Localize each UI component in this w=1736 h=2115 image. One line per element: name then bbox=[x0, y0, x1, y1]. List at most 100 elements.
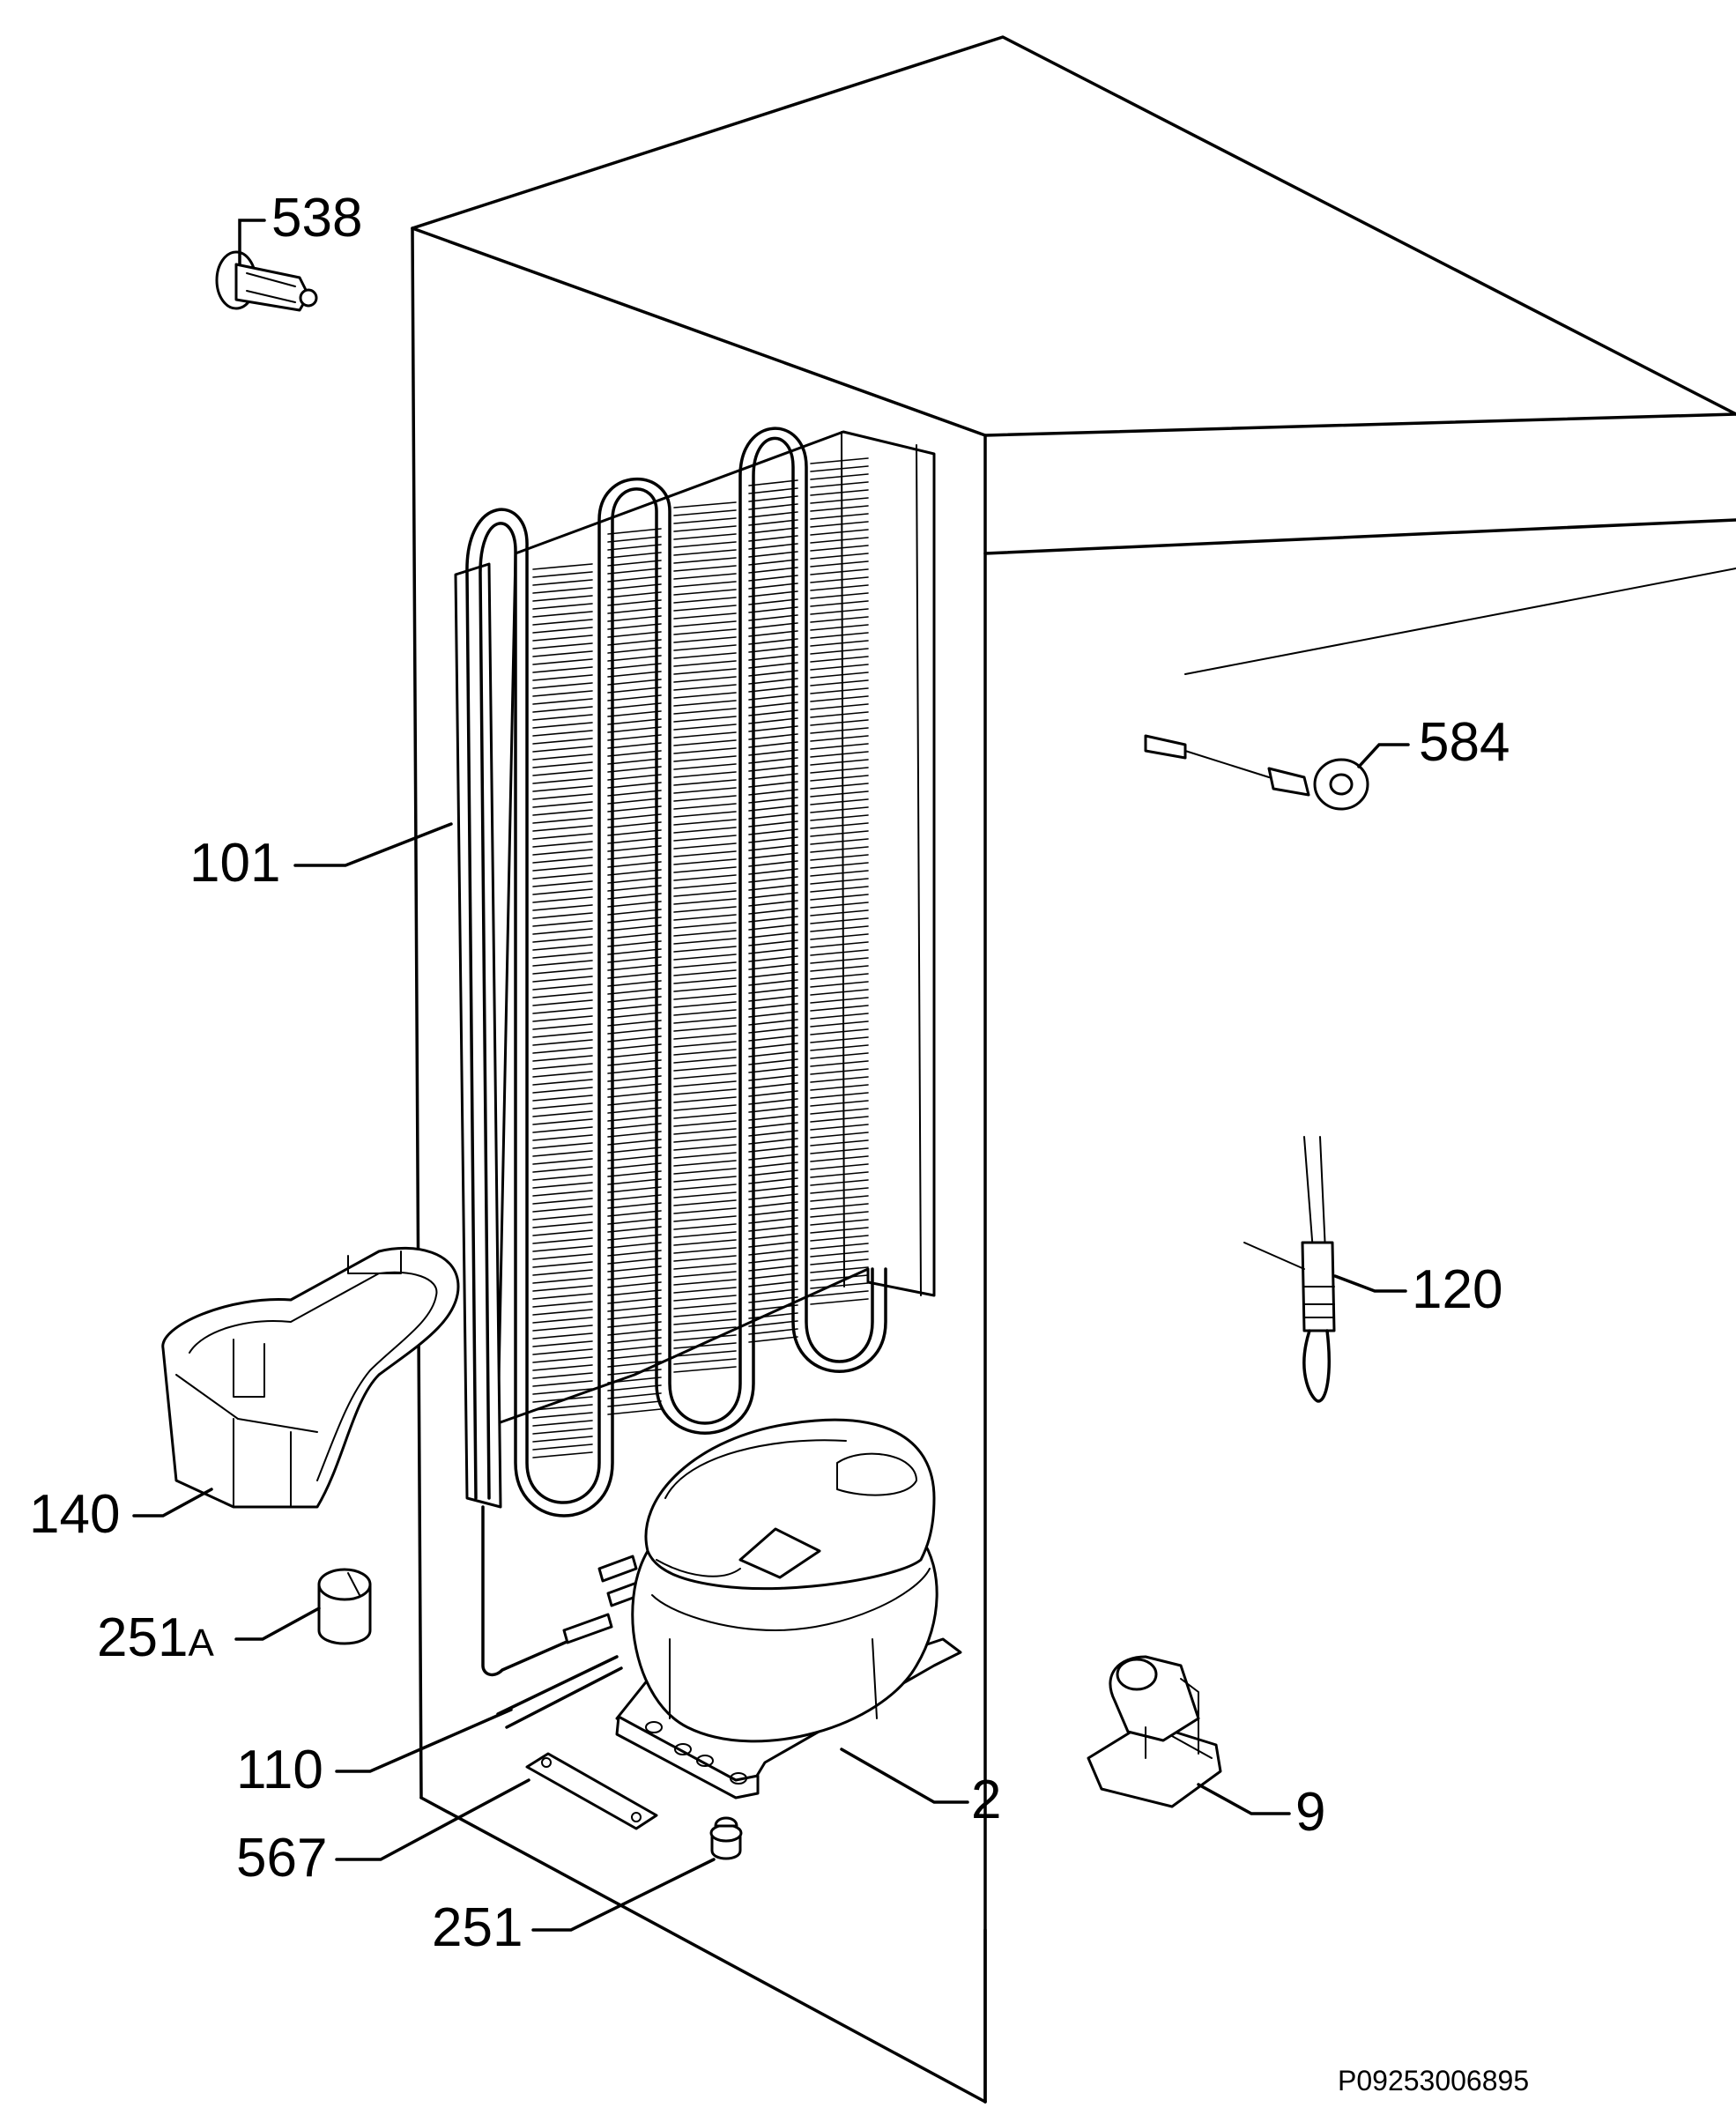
condenser-fin bbox=[673, 1334, 737, 1341]
condenser-fin bbox=[748, 638, 798, 645]
condenser-fin bbox=[810, 1044, 869, 1051]
callout-labels: 538 584 101 120 140 251A 110 2 9 567 251… bbox=[29, 188, 1529, 2096]
condenser-fin bbox=[748, 1098, 798, 1105]
condenser-fin bbox=[532, 1221, 593, 1228]
condenser-fin bbox=[607, 544, 662, 551]
condenser-fin bbox=[607, 782, 662, 789]
condenser-fin bbox=[748, 820, 798, 827]
condenser-fin bbox=[532, 1071, 593, 1078]
condenser-fin bbox=[810, 917, 869, 924]
condenser-fin bbox=[673, 724, 737, 731]
condenser-fin bbox=[673, 842, 737, 850]
condenser-fin bbox=[748, 551, 798, 558]
condenser-fin bbox=[532, 611, 593, 618]
condenser-fin bbox=[532, 1174, 593, 1181]
condenser-fin bbox=[673, 1144, 737, 1151]
condenser-fin bbox=[532, 1396, 593, 1403]
condenser-fin bbox=[607, 1265, 662, 1273]
condenser-fin bbox=[748, 1035, 798, 1042]
condenser-fin bbox=[748, 733, 798, 740]
condenser-fin bbox=[810, 909, 869, 916]
condenser-fin bbox=[607, 1083, 662, 1090]
condenser-fin bbox=[673, 985, 737, 992]
condenser-fin bbox=[532, 793, 593, 800]
condenser-fin bbox=[748, 662, 798, 669]
condenser-fin bbox=[810, 1139, 869, 1147]
callout-2: 2 bbox=[971, 1770, 1001, 1830]
condenser-fin bbox=[607, 956, 662, 963]
condenser-fin bbox=[748, 924, 798, 931]
condenser-fin bbox=[607, 1353, 662, 1360]
condenser-fin bbox=[810, 862, 869, 869]
condenser-fin bbox=[810, 878, 869, 885]
condenser-fin bbox=[532, 809, 593, 816]
condenser-fin bbox=[673, 1207, 737, 1214]
condenser-fin bbox=[673, 1215, 737, 1222]
condenser-fin bbox=[748, 559, 798, 566]
condenser-fin bbox=[607, 980, 662, 987]
condenser-fin bbox=[748, 1154, 798, 1161]
condenser-fin bbox=[673, 1080, 737, 1087]
condenser-fin bbox=[673, 605, 737, 612]
condenser-fin bbox=[607, 1131, 662, 1138]
condenser-fin bbox=[607, 671, 662, 678]
condenser-fin bbox=[748, 1185, 798, 1192]
condenser-fin bbox=[810, 719, 869, 726]
condenser-fin bbox=[748, 590, 798, 597]
condenser-fin bbox=[532, 817, 593, 824]
condenser-fin bbox=[810, 703, 869, 710]
condenser-fin bbox=[532, 1317, 593, 1324]
condenser-fin bbox=[748, 1161, 798, 1169]
condenser-fin bbox=[532, 1023, 593, 1030]
condenser-fin bbox=[532, 1332, 593, 1340]
condenser-fin bbox=[607, 734, 662, 741]
condenser-fin bbox=[748, 916, 798, 923]
condenser-fin bbox=[673, 612, 737, 620]
condenser-fin bbox=[607, 1337, 662, 1344]
callout-251a: 251A bbox=[97, 1607, 214, 1668]
condenser-fin bbox=[532, 944, 593, 951]
condenser-fin bbox=[810, 822, 869, 829]
condenser-fin bbox=[532, 1158, 593, 1165]
condenser-fin bbox=[748, 487, 798, 494]
condenser-fin bbox=[607, 972, 662, 979]
condenser-fin bbox=[810, 576, 869, 583]
condenser-fin bbox=[532, 960, 593, 967]
condenser-fin bbox=[810, 1028, 869, 1035]
condenser-fin bbox=[810, 1084, 869, 1091]
condenser-fin bbox=[810, 1163, 869, 1170]
condenser-fin bbox=[748, 1296, 798, 1303]
condenser-fin bbox=[607, 536, 662, 543]
condenser-fin bbox=[673, 533, 737, 540]
condenser-fin bbox=[532, 983, 593, 991]
condenser-fin bbox=[810, 1155, 869, 1162]
condenser-fin bbox=[532, 888, 593, 895]
condenser-fin bbox=[810, 1266, 869, 1273]
condenser-fin bbox=[748, 963, 798, 970]
condenser-fin bbox=[673, 850, 737, 857]
condenser-fin bbox=[748, 1106, 798, 1113]
condenser-fin bbox=[673, 1136, 737, 1143]
condenser-fin bbox=[607, 1258, 662, 1265]
condenser-fin bbox=[748, 900, 798, 907]
condenser-fin bbox=[810, 957, 869, 964]
condenser-fin bbox=[810, 1243, 869, 1250]
condenser-fin bbox=[810, 886, 869, 893]
condenser-fin bbox=[748, 789, 798, 796]
condenser-fin bbox=[748, 1304, 798, 1311]
condenser-fin bbox=[748, 495, 798, 502]
condenser-fin bbox=[748, 987, 798, 994]
condenser-fin bbox=[532, 650, 593, 657]
condenser-fin bbox=[673, 517, 737, 524]
condenser-fin bbox=[748, 741, 798, 748]
condenser-fin bbox=[673, 1176, 737, 1183]
condenser-fin bbox=[673, 597, 737, 604]
condenser-fin bbox=[673, 1104, 737, 1111]
condenser-fin bbox=[748, 1177, 798, 1184]
condenser-fin bbox=[748, 908, 798, 915]
condenser-fin bbox=[748, 1027, 798, 1034]
condenser-fin bbox=[673, 716, 737, 723]
condenser-fin bbox=[810, 775, 869, 782]
condenser-fin bbox=[673, 1255, 737, 1262]
condenser-fin bbox=[532, 801, 593, 808]
